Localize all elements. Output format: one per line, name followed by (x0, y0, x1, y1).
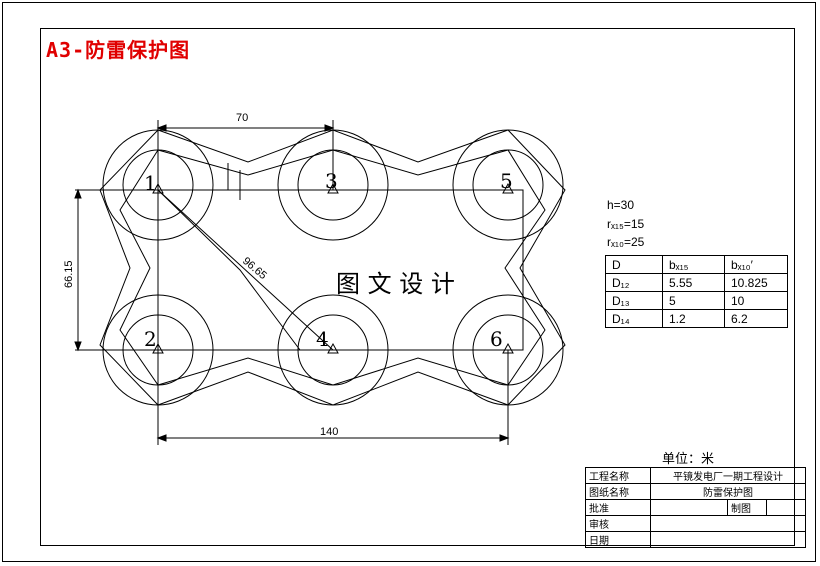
project-label: 工程名称 (585, 467, 651, 484)
table-cell: D₁₃ (605, 291, 663, 310)
node-label-5: 5 (500, 169, 513, 193)
date-value (650, 531, 806, 548)
bottom-dimension (156, 350, 510, 445)
rod-5-icon (502, 182, 514, 194)
rod-4-icon (327, 342, 339, 354)
drawing-label: 图纸名称 (585, 483, 651, 500)
drawn-label: 制图 (727, 499, 767, 516)
table-cell: 10.825 (724, 273, 788, 292)
watermark-text: 图 文 设 计 (336, 270, 455, 298)
table-row: D₁₄ 1.2 6.2 (605, 309, 788, 328)
date-label: 日期 (585, 531, 651, 548)
rod-2-icon (152, 342, 164, 354)
review-value (650, 515, 806, 532)
table-header: D (605, 255, 663, 274)
approve-value (650, 499, 728, 516)
param-rx10: rₓ₁₀=25 (607, 235, 645, 249)
node-label-2: 2 (144, 327, 157, 351)
left-dimension (74, 188, 82, 352)
unit-label: 单位：米 (662, 452, 715, 467)
table-row: D₁₂ 5.55 10.825 (605, 273, 788, 292)
coverage-table: D bₓ₁₅ bₓ₁₀′ D₁₂ 5.55 10.825 D₁₃ 5 10 D₁… (605, 255, 788, 328)
table-cell: 5.55 (662, 273, 725, 292)
table-row: D₁₃ 5 10 (605, 291, 788, 310)
table-cell: 6.2 (724, 309, 788, 328)
table-cell: 5 (662, 291, 725, 310)
dim-left-text: 66.15 (63, 260, 75, 288)
dim-bottom-text: 140 (320, 426, 338, 438)
drawn-value (766, 499, 806, 516)
table-header: bₓ₁₅ (662, 255, 725, 274)
drawing-value: 防雷保护图 (650, 483, 806, 500)
table-cell: D₁₄ (605, 309, 663, 328)
table-cell: 1.2 (662, 309, 725, 328)
title-block: 工程名称 平镜发电厂一期工程设计 图纸名称 防雷保护图 批准 制图 审核 日期 (585, 467, 806, 548)
rod-1-icon (152, 182, 164, 194)
table-header-row: D bₓ₁₅ bₓ₁₀′ (605, 255, 788, 274)
approve-label: 批准 (585, 499, 651, 516)
diagonal-guide (157, 189, 301, 351)
diagonal-1-4 (157, 189, 334, 351)
rod-6-icon (502, 342, 514, 354)
drawing-title: A3-防雷保护图 (46, 38, 191, 62)
table-header: bₓ₁₀′ (724, 255, 788, 274)
node-label-1: 1 (144, 171, 157, 195)
gap-marker (227, 163, 241, 200)
node-label-4: 4 (316, 327, 329, 351)
node-label-3: 3 (325, 169, 338, 193)
table-cell: D₁₂ (605, 273, 663, 292)
rod-3-icon (327, 182, 339, 194)
review-label: 审核 (585, 515, 651, 532)
param-h: h=30 (607, 198, 635, 212)
drawing-frame (40, 28, 795, 546)
table-cell: 10 (724, 291, 788, 310)
node-label-6: 6 (490, 327, 503, 351)
top-dimension (156, 120, 335, 190)
dim-top-text: 70 (236, 112, 248, 124)
project-value: 平镜发电厂一期工程设计 (650, 467, 806, 484)
param-rx15: rₓ₁₅=15 (607, 217, 645, 231)
